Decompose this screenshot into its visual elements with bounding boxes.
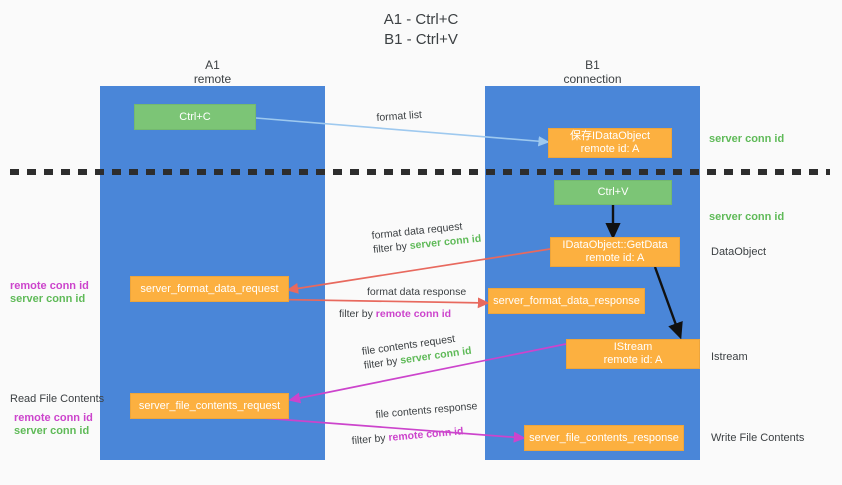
edge-label-format-data-request-filter-prefix: filter by — [372, 240, 411, 256]
left-label-file-server-conn-id: server conn id — [14, 425, 90, 437]
edge-label-file-contents-request-filter-prefix: filter by — [363, 354, 402, 372]
right-label-write-file-contents: Write File Contents — [711, 432, 805, 444]
column-a1-role: remote — [193, 72, 232, 86]
right-label-istream: Istream — [711, 351, 748, 363]
edge-label-format-list-text: format list — [376, 108, 423, 124]
column-b1-name: B1 — [585, 58, 600, 72]
box-getdata[interactable]: IDataObject::GetData remote id: A — [550, 237, 680, 267]
box-ctrl-v[interactable]: Ctrl+V — [554, 180, 672, 205]
box-istream[interactable]: IStream remote id: A — [566, 339, 700, 369]
box-ctrl-c-label: Ctrl+C — [179, 110, 211, 123]
left-label-file-remote-conn-id: remote conn id — [14, 412, 93, 424]
edge-label-format-data-response-filter-key: remote conn id — [375, 308, 452, 320]
box-save-idataobject[interactable]: 保存IDataObject remote id: A — [548, 128, 672, 158]
edge-label-format-data-response-filter-prefix: filter by — [339, 308, 376, 320]
left-label-format-remote-conn-id: remote conn id — [10, 280, 89, 292]
right-label-server-conn-id-top: server conn id — [709, 133, 785, 145]
edge-label-file-contents-response: file contents response filter by remote … — [351, 399, 480, 447]
box-getdata-line2: remote id: A — [585, 252, 645, 264]
box-server-file-contents-response-label: server_file_contents_response — [529, 431, 679, 444]
box-ctrl-c[interactable]: Ctrl+C — [134, 104, 256, 130]
box-istream-line1: IStream — [613, 341, 653, 353]
box-save-idataobject-line1: 保存IDataObject — [569, 130, 651, 142]
column-b1-role: connection — [563, 72, 622, 86]
title-line-2: B1 - Ctrl+V — [384, 31, 458, 48]
edge-label-file-contents-response-filter: filter by remote conn id — [351, 423, 480, 448]
edge-label-file-contents-request: file contents request filter by server c… — [361, 330, 472, 373]
box-server-file-contents-request[interactable]: server_file_contents_request — [130, 393, 289, 419]
box-server-format-data-request-label: server_format_data_request — [140, 282, 279, 295]
box-ctrl-v-label: Ctrl+V — [597, 186, 629, 198]
box-server-format-data-request[interactable]: server_format_data_request — [130, 276, 289, 302]
box-server-format-data-response[interactable]: server_format_data_response — [488, 288, 645, 314]
edge-label-file-contents-response-filter-prefix: filter by — [351, 431, 389, 448]
edge-label-format-data-request: format data request filter by server con… — [371, 218, 482, 257]
box-server-file-contents-request-label: server_file_contents_request — [138, 399, 281, 412]
edge-label-file-contents-response-line1: file contents response — [375, 400, 478, 421]
box-server-format-data-response-label: server_format_data_response — [493, 294, 640, 307]
column-header-b1: B1 connection — [485, 58, 700, 86]
box-server-file-contents-response[interactable]: server_file_contents_response — [524, 425, 684, 451]
left-label-read-file-contents: Read File Contents — [10, 393, 105, 405]
left-label-format-server-conn-id: server conn id — [10, 293, 86, 305]
right-label-dataobject: DataObject — [711, 246, 767, 258]
edge-label-format-data-response: format data response filter by remote co… — [339, 285, 467, 321]
edge-label-file-contents-response-filter-key: remote conn id — [387, 425, 464, 444]
column-header-a1: A1 remote — [100, 58, 325, 86]
column-a1-name: A1 — [205, 58, 220, 72]
edge-label-format-data-response-line1: format data response — [367, 286, 467, 298]
edge-label-format-data-response-filter: filter by remote conn id — [339, 307, 466, 321]
page-title: A1 - Ctrl+C B1 - Ctrl+V — [0, 10, 842, 50]
box-save-idataobject-line2: remote id: A — [580, 143, 640, 155]
box-getdata-line1: IDataObject::GetData — [562, 239, 668, 251]
right-label-server-conn-id-mid: server conn id — [709, 211, 785, 223]
title-line-1: A1 - Ctrl+C — [383, 11, 459, 28]
edge-label-format-list: format list — [376, 108, 422, 125]
box-istream-line2: remote id: A — [603, 354, 663, 366]
